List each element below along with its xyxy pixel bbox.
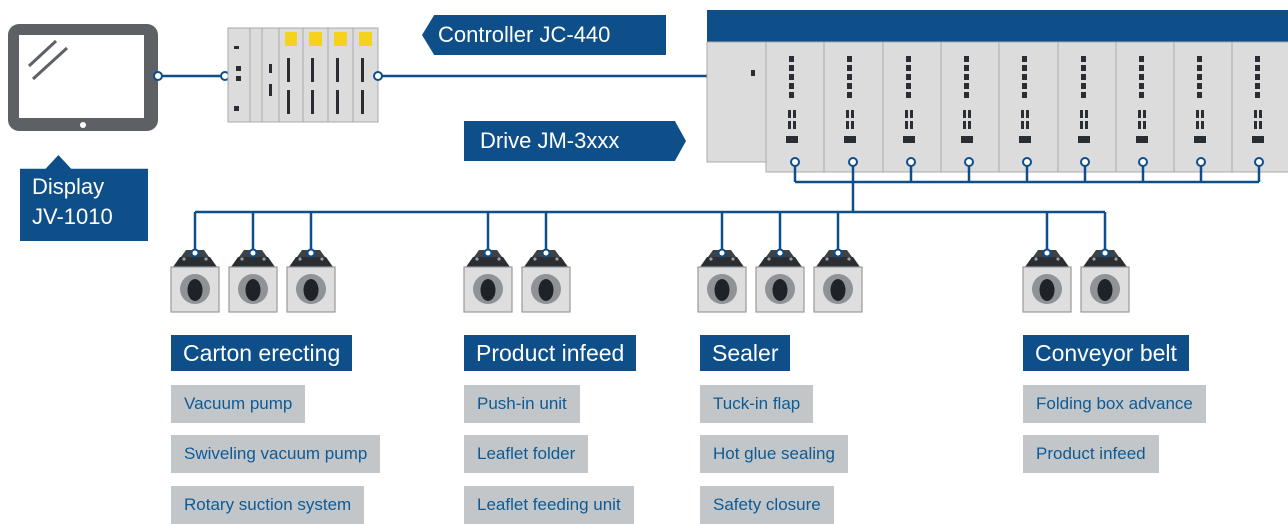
link-display-controller: [153, 71, 230, 81]
group-title: Conveyor belt: [1023, 335, 1189, 371]
function-tag: Hot glue sealing: [700, 435, 848, 473]
group-title: Carton erecting: [171, 335, 353, 371]
drive-bus-ports: [790, 157, 1264, 167]
controller-rack-icon: [227, 27, 379, 123]
function-tag: Push-in unit: [464, 385, 580, 423]
controller-callout: Controller JC-440: [422, 15, 666, 55]
drive-label: Drive JM-3xxx: [480, 128, 620, 153]
drive-callout: Drive JM-3xxx: [464, 121, 686, 161]
group-title: Sealer: [700, 335, 791, 371]
function-tag: Leaflet feeding unit: [464, 486, 634, 524]
function-tag: Product infeed: [1023, 435, 1159, 473]
function-tag: Folding box advance: [1023, 385, 1206, 423]
display-tablet-icon: [8, 24, 158, 131]
display-label-line1: Display: [32, 174, 105, 199]
function-tag: Leaflet folder: [464, 435, 589, 473]
servo-motor-icons: [170, 248, 1130, 313]
group-title: Product infeed: [464, 335, 637, 371]
motor-bus: [193, 210, 1107, 252]
controller-label: Controller JC-440: [438, 22, 611, 47]
display-callout: Display JV-1010: [20, 155, 148, 241]
drive-rack-icon: [706, 9, 1288, 173]
function-tag: Safety closure: [700, 486, 834, 524]
function-tag: Vacuum pump: [171, 385, 306, 423]
link-controller-drive: [373, 71, 716, 81]
function-tag: Tuck-in flap: [700, 385, 814, 423]
function-tag: Rotary suction system: [171, 486, 365, 524]
function-tag: Swiveling vacuum pump: [171, 435, 381, 473]
display-label-line2: JV-1010: [32, 204, 113, 229]
